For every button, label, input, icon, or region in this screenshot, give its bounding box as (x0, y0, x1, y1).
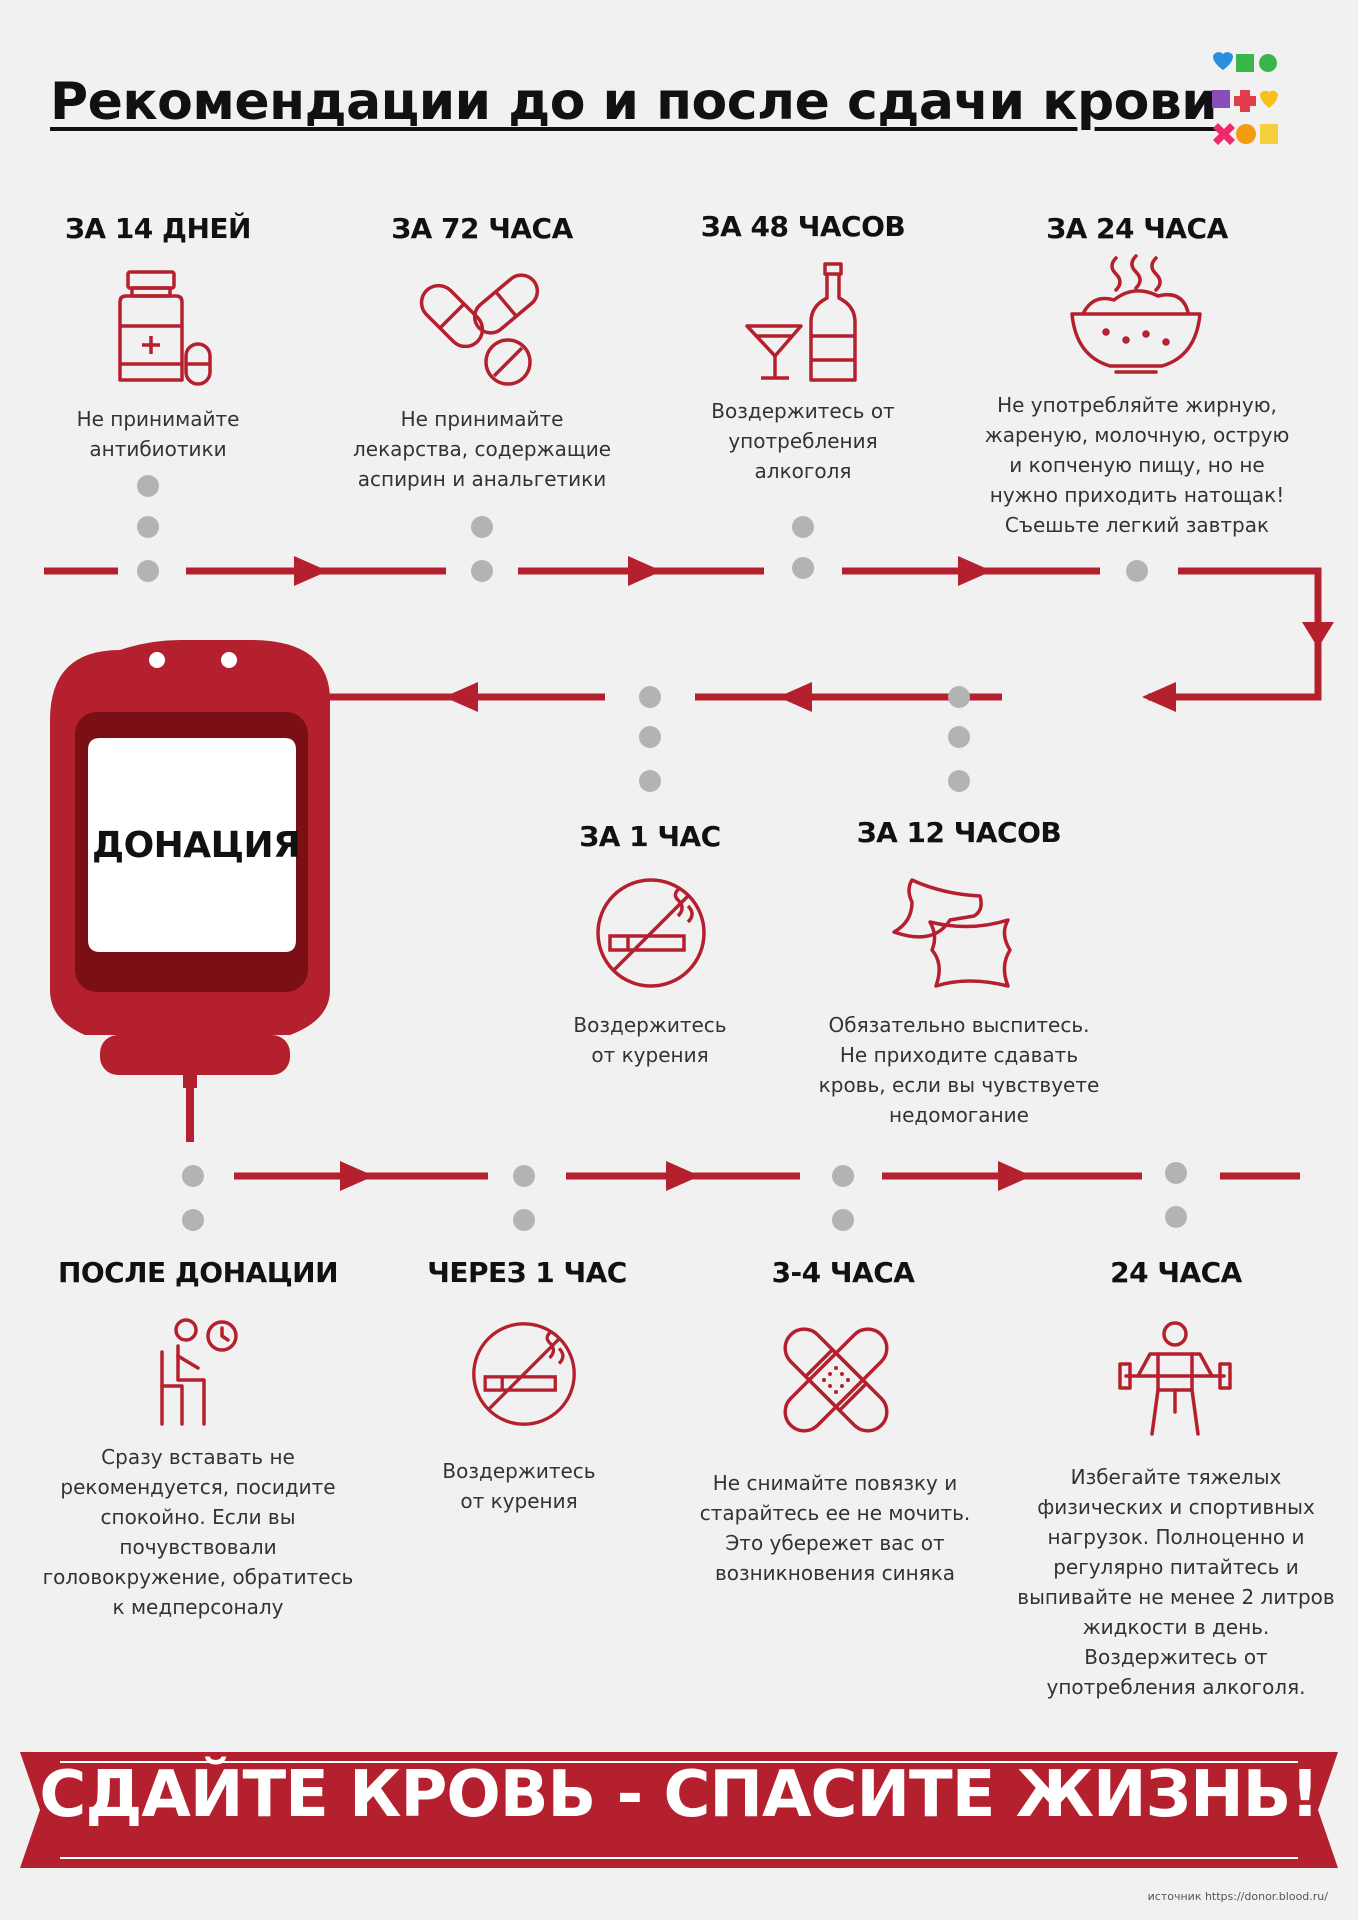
step-1-hour-before: ЗА 1 ЧАС (530, 820, 770, 853)
step-72-hours-text: Не принимайте лекарства, содержащие аспи… (322, 404, 642, 494)
food-bowl-icon (1070, 254, 1202, 374)
pill-bottle-icon (118, 270, 212, 386)
arrow-left-icon (444, 682, 478, 712)
step-heading: 3-4 ЧАСА (771, 1256, 915, 1289)
sitting-person-clock-icon (160, 1318, 238, 1426)
no-smoking-icon (596, 878, 706, 988)
logo-tile-square (1212, 90, 1230, 108)
step-14-days: ЗА 14 ДНЕЙ (8, 212, 308, 245)
arrow-right-icon (666, 1161, 700, 1191)
step-heading: 24 ЧАСА (1110, 1256, 1242, 1289)
weightlifter-icon (1118, 1321, 1232, 1436)
logo-tile-circle (1236, 124, 1256, 144)
flow-arrows (294, 556, 1334, 1191)
pills-icon (419, 273, 540, 386)
step-heading: ЗА 72 ЧАСА (391, 212, 573, 245)
arrow-down-icon (1302, 622, 1334, 648)
pillows-icon (892, 878, 1012, 988)
step-heading: ЗА 48 ЧАСОВ (700, 210, 906, 243)
step-heading: ЗА 24 ЧАСА (1046, 212, 1228, 245)
step-24-hours-text: Не употребляйте жирную, жареную, молочну… (967, 390, 1307, 540)
logo-tile-heart (1213, 52, 1233, 70)
step-after-donation: ПОСЛЕ ДОНАЦИИ (33, 1256, 363, 1289)
step-text: Сразу вставать не рекомендуется, посидит… (42, 1445, 354, 1619)
logo-tile-square (1260, 124, 1278, 144)
logo-tile-plus (1234, 90, 1256, 112)
step-text: Не принимайте антибиотики (76, 407, 240, 461)
step-text: Воздержитесь от употребления алкоголя (711, 399, 895, 483)
step-text: Воздержитесь от курения (442, 1459, 596, 1513)
page-title: Рекомендации до и после сдачи крови (50, 72, 1218, 132)
step-48-hours: ЗА 48 ЧАСОВ (653, 210, 953, 243)
step-heading: ЗА 1 ЧАС (579, 820, 721, 853)
source-note: источник https://donor.blood.ru/ (1147, 1890, 1328, 1903)
step-3-4-hours: 3-4 ЧАСА (693, 1256, 993, 1289)
step-after-24-hours: 24 ЧАСА (1016, 1256, 1336, 1289)
step-text: Избегайте тяжелых физических и спортивны… (1017, 1465, 1335, 1699)
step-12-hours-text: Обязательно выспитесь. Не приходите сдав… (799, 1010, 1119, 1130)
step-after-donation-text: Сразу вставать не рекомендуется, посидит… (33, 1442, 363, 1622)
arrow-right-icon (958, 556, 992, 586)
step-heading: ЗА 14 ДНЕЙ (65, 212, 251, 245)
arrow-right-icon (998, 1161, 1032, 1191)
arrow-left-icon (778, 682, 812, 712)
step-text: Не употребляйте жирную, жареную, молочну… (984, 393, 1290, 537)
blood-bag-icon (50, 640, 330, 1142)
arrow-right-icon (294, 556, 328, 586)
step-72-hours: ЗА 72 ЧАСА (322, 212, 642, 245)
logo-tile-cross (1213, 123, 1235, 145)
step-after-24-hours-text: Избегайте тяжелых физических и спортивны… (1016, 1462, 1336, 1702)
step-text: Обязательно выспитесь. Не приходите сдав… (818, 1013, 1100, 1127)
step-48-hours-text: Воздержитесь от употребления алкоголя (653, 396, 953, 486)
footer-banner (20, 1752, 1338, 1868)
logo-tile-square (1236, 54, 1254, 72)
donation-label: ДОНАЦИЯ (92, 825, 301, 866)
step-text: Воздержитесь от курения (573, 1013, 727, 1067)
no-smoking-icon (472, 1322, 576, 1426)
alcohol-icon (745, 262, 857, 382)
logo-tile-circle (1259, 54, 1277, 72)
step-24-hours: ЗА 24 ЧАСА (967, 212, 1307, 245)
footer-slogan: СДАЙТЕ КРОВЬ - СПАСИТЕ ЖИЗНЬ! (39, 1758, 1319, 1832)
arrow-right-icon (628, 556, 662, 586)
arrow-left-icon (1142, 682, 1176, 712)
arrow-right-icon (340, 1161, 374, 1191)
step-1-hour-before-text: Воздержитесь от курения (530, 1010, 770, 1070)
step-after-1-hour-text: Воздержитесь от курения (389, 1456, 649, 1516)
step-heading: ПОСЛЕ ДОНАЦИИ (57, 1256, 339, 1289)
donor-logo-icon (1212, 52, 1278, 145)
bandage-icon (783, 1327, 889, 1433)
logo-tile-heart (1260, 90, 1278, 108)
timeline-dots (137, 475, 1187, 1231)
step-14-days-text: Не принимайте антибиотики (8, 404, 308, 464)
step-heading: ЧЕРЕЗ 1 ЧАС (427, 1256, 627, 1289)
step-after-1-hour: ЧЕРЕЗ 1 ЧАС (397, 1256, 657, 1289)
step-text: Не принимайте лекарства, содержащие аспи… (353, 407, 611, 491)
step-text: Не снимайте повязку и старайтесь ее не м… (699, 1471, 971, 1585)
step-12-hours: ЗА 12 ЧАСОВ (799, 816, 1119, 849)
step-3-4-hours-text: Не снимайте повязку и старайтесь ее не м… (685, 1468, 985, 1588)
step-heading: ЗА 12 ЧАСОВ (856, 816, 1062, 849)
